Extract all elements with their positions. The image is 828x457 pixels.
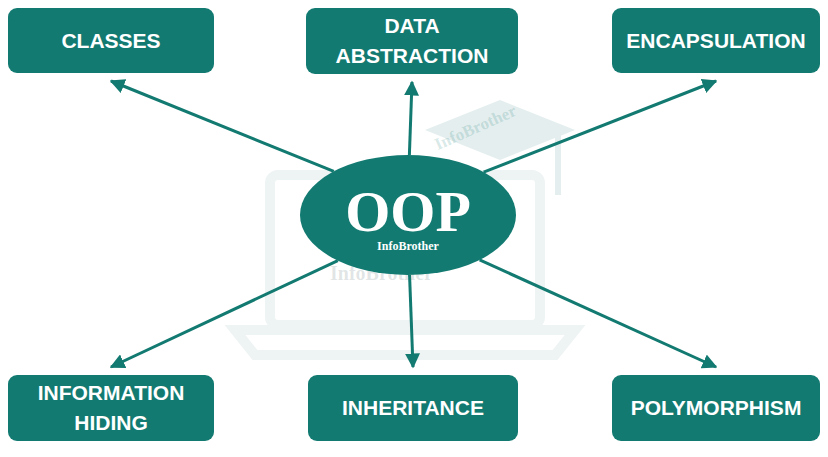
concept-ellipse: OOPInfoBrother [300,155,516,275]
connector-arrow [111,261,338,367]
concept-box: ENCAPSULATION [612,8,820,73]
connector-arrow [480,260,716,367]
connector-arrow [111,81,334,171]
concept-box: DATA ABSTRACTION [306,8,518,74]
concept-box: INFORMATION HIDING [8,375,214,441]
connector-arrow [409,82,412,155]
node-title: OOP [345,183,471,241]
concept-box: INHERITANCE [308,375,518,441]
node-title: ENCAPSULATION [626,26,805,56]
concept-box: POLYMORPHISM [612,375,820,441]
node-title: INHERITANCE [342,393,484,423]
node-title: INFORMATION HIDING [18,378,204,438]
node-title: DATA ABSTRACTION [316,11,508,71]
concept-box: CLASSES [8,8,214,73]
ellipse-shape [300,155,516,275]
node-title: POLYMORPHISM [631,393,802,423]
connector-arrow [410,275,413,367]
node-title: CLASSES [61,26,160,56]
connector-arrow [484,81,716,172]
node-subtitle: InfoBrother [377,239,439,253]
